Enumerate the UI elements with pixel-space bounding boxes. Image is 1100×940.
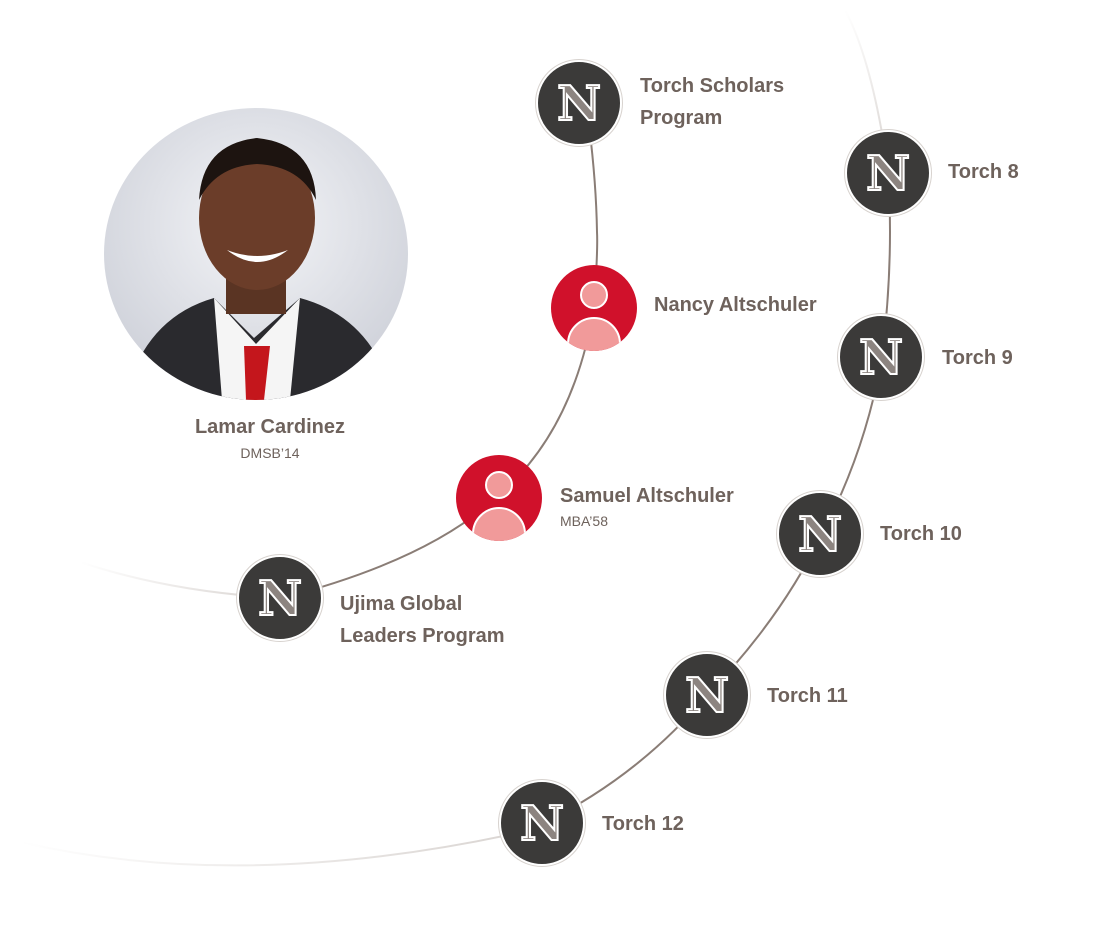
university-n-logo-icon[interactable]: N [664,652,750,738]
featured-person-name[interactable]: Lamar Cardinez [194,416,346,438]
university-n-logo-icon[interactable]: N [838,314,924,400]
svg-text:N: N [866,146,910,202]
university-n-logo-icon[interactable]: N [237,555,323,641]
svg-text:N: N [798,507,842,563]
node-label-torch-10[interactable]: Torch 10 [880,523,962,545]
featured-person-class-year: DMSB’14 [240,445,300,461]
node-label-torch-12[interactable]: Torch 12 [602,813,684,835]
svg-text:N: N [520,796,564,852]
svg-text:N: N [258,571,302,627]
university-n-logo-icon[interactable]: N [845,130,931,216]
node-label-torch-11[interactable]: Torch 11 [767,685,848,707]
svg-text:N: N [685,668,729,724]
node-sub-samuel-class: MBA’58 [560,513,608,529]
university-n-logo-icon[interactable]: N [499,780,585,866]
svg-text:N: N [557,76,601,132]
university-n-logo-icon[interactable]: N [777,491,863,577]
node-label-torch-9[interactable]: Torch 9 [942,347,1013,369]
featured-person-photo[interactable] [104,108,408,400]
outer-arc-tail-left [19,827,541,867]
inner-arc [281,95,599,599]
user-silhouette-icon[interactable] [551,265,637,351]
node-label-torch-8[interactable]: Torch 8 [948,161,1019,183]
user-silhouette-icon[interactable] [456,455,542,541]
node-label-samuel-altschuler[interactable]: Samuel Altschuler MBA’58 [560,485,734,529]
university-n-logo-icon[interactable]: N [536,60,622,146]
node-label-nancy-altschuler[interactable]: Nancy Altschuler [654,294,817,316]
svg-text:N: N [859,330,903,386]
